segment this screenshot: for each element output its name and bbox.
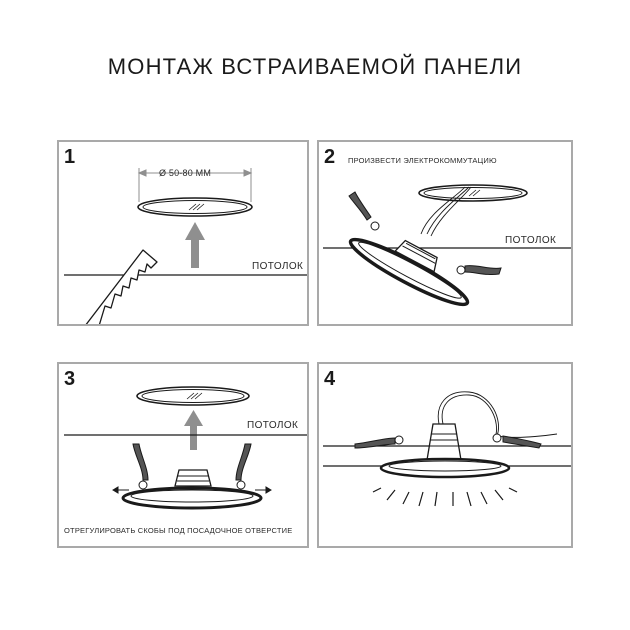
panel-disc-icon [418,184,528,202]
wires [437,391,558,439]
saw-icon [85,249,158,324]
step-3-number: 3 [64,368,76,390]
step-4-number: 4 [324,368,336,390]
dimension-arrow [137,169,253,177]
ceiling-label: ПОТОЛОК [252,261,304,272]
ceiling-label: ПОТОЛОК [505,235,557,246]
wires [420,186,472,237]
clip-icon [348,191,380,231]
step-2-panel: 2 ПРОИЗВЕСТИ ЭЛЕКТРОКОММУТАЦИЮ ПОТОЛОК [317,140,573,326]
step-1-number: 1 [64,146,76,168]
page-title: МОНТАЖ ВСТРАИВАЕМОЙ ПАНЕЛИ [107,54,523,79]
dimension-label: Ø 50-80 ММ [159,168,212,178]
step-4-panel: 4 [317,362,573,548]
step-3-caption: ОТРЕГУЛИРОВАТЬ СКОБЫ ПОД ПОСАДОЧНОЕ ОТВЕ… [64,526,293,535]
clip-icon [132,443,149,490]
clip-icon [354,433,542,449]
clip-icon [235,443,252,490]
step-2-number: 2 [324,146,336,168]
up-arrow-icon [185,222,205,268]
step-1-panel: 1 Ø 50-80 ММ ПОТОЛОК [57,140,309,326]
led-panel-icon [379,423,511,479]
adjust-arrow-icon [112,486,272,494]
led-panel-icon [121,469,263,510]
light-ray-icon [372,487,518,507]
clip-icon [456,265,502,276]
step-2-caption: ПРОИЗВЕСТИ ЭЛЕКТРОКОММУТАЦИЮ [348,156,497,165]
step-3-panel: 3 ПОТОЛОК ОТРЕГУЛИРОВАТЬ СКОБЫ ПОД ПОСАД… [57,362,309,548]
panel-disc-icon [137,197,253,217]
up-arrow-icon [184,410,203,450]
led-panel-icon [348,237,470,307]
panel-disc-icon [136,386,250,406]
ceiling-label: ПОТОЛОК [247,420,299,431]
